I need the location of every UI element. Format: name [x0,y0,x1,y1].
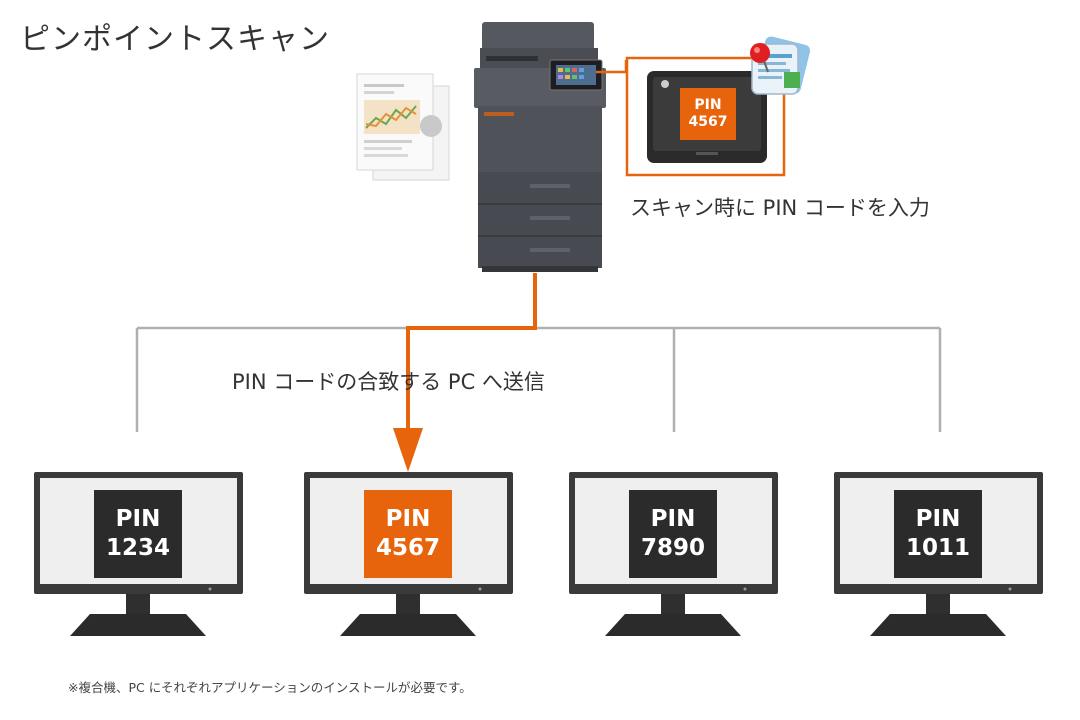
installation-footnote: ※複合機、PC にそれぞれアプリケーションのインストールが必要です。 [68,680,472,695]
send-route-arrow [393,273,537,472]
pin-code: 1011 [905,535,970,561]
pin-code: 7890 [640,535,705,561]
panel-pin-code: 4567 [688,114,728,130]
panel-pin-card: PIN 4567 [680,88,736,140]
pin-label: PIN [915,506,961,533]
pc-pin-card-2: PIN 4567 [364,490,452,578]
app-icon [750,36,811,95]
pin-label: PIN [115,506,161,533]
network-lines [135,326,942,432]
scan-pin-note: スキャン時に PIN コードを入力 [630,196,930,220]
documents-icon [356,73,450,181]
send-note: PIN コードの合致する PC へ送信 [232,370,545,394]
pin-code: 4567 [375,535,440,561]
page-title: ピンポイントスキャン [20,22,330,57]
pc-pin-card-4: PIN 1011 [894,490,982,578]
pin-label: PIN [650,506,696,533]
pin-label: PIN [385,506,431,533]
pin-code: 1234 [105,535,170,561]
multifunction-printer [474,22,606,272]
pc-pin-card-3: PIN 7890 [629,490,717,578]
panel-pin-label: PIN [694,96,722,113]
pc-pin-card-1: PIN 1234 [94,490,182,578]
